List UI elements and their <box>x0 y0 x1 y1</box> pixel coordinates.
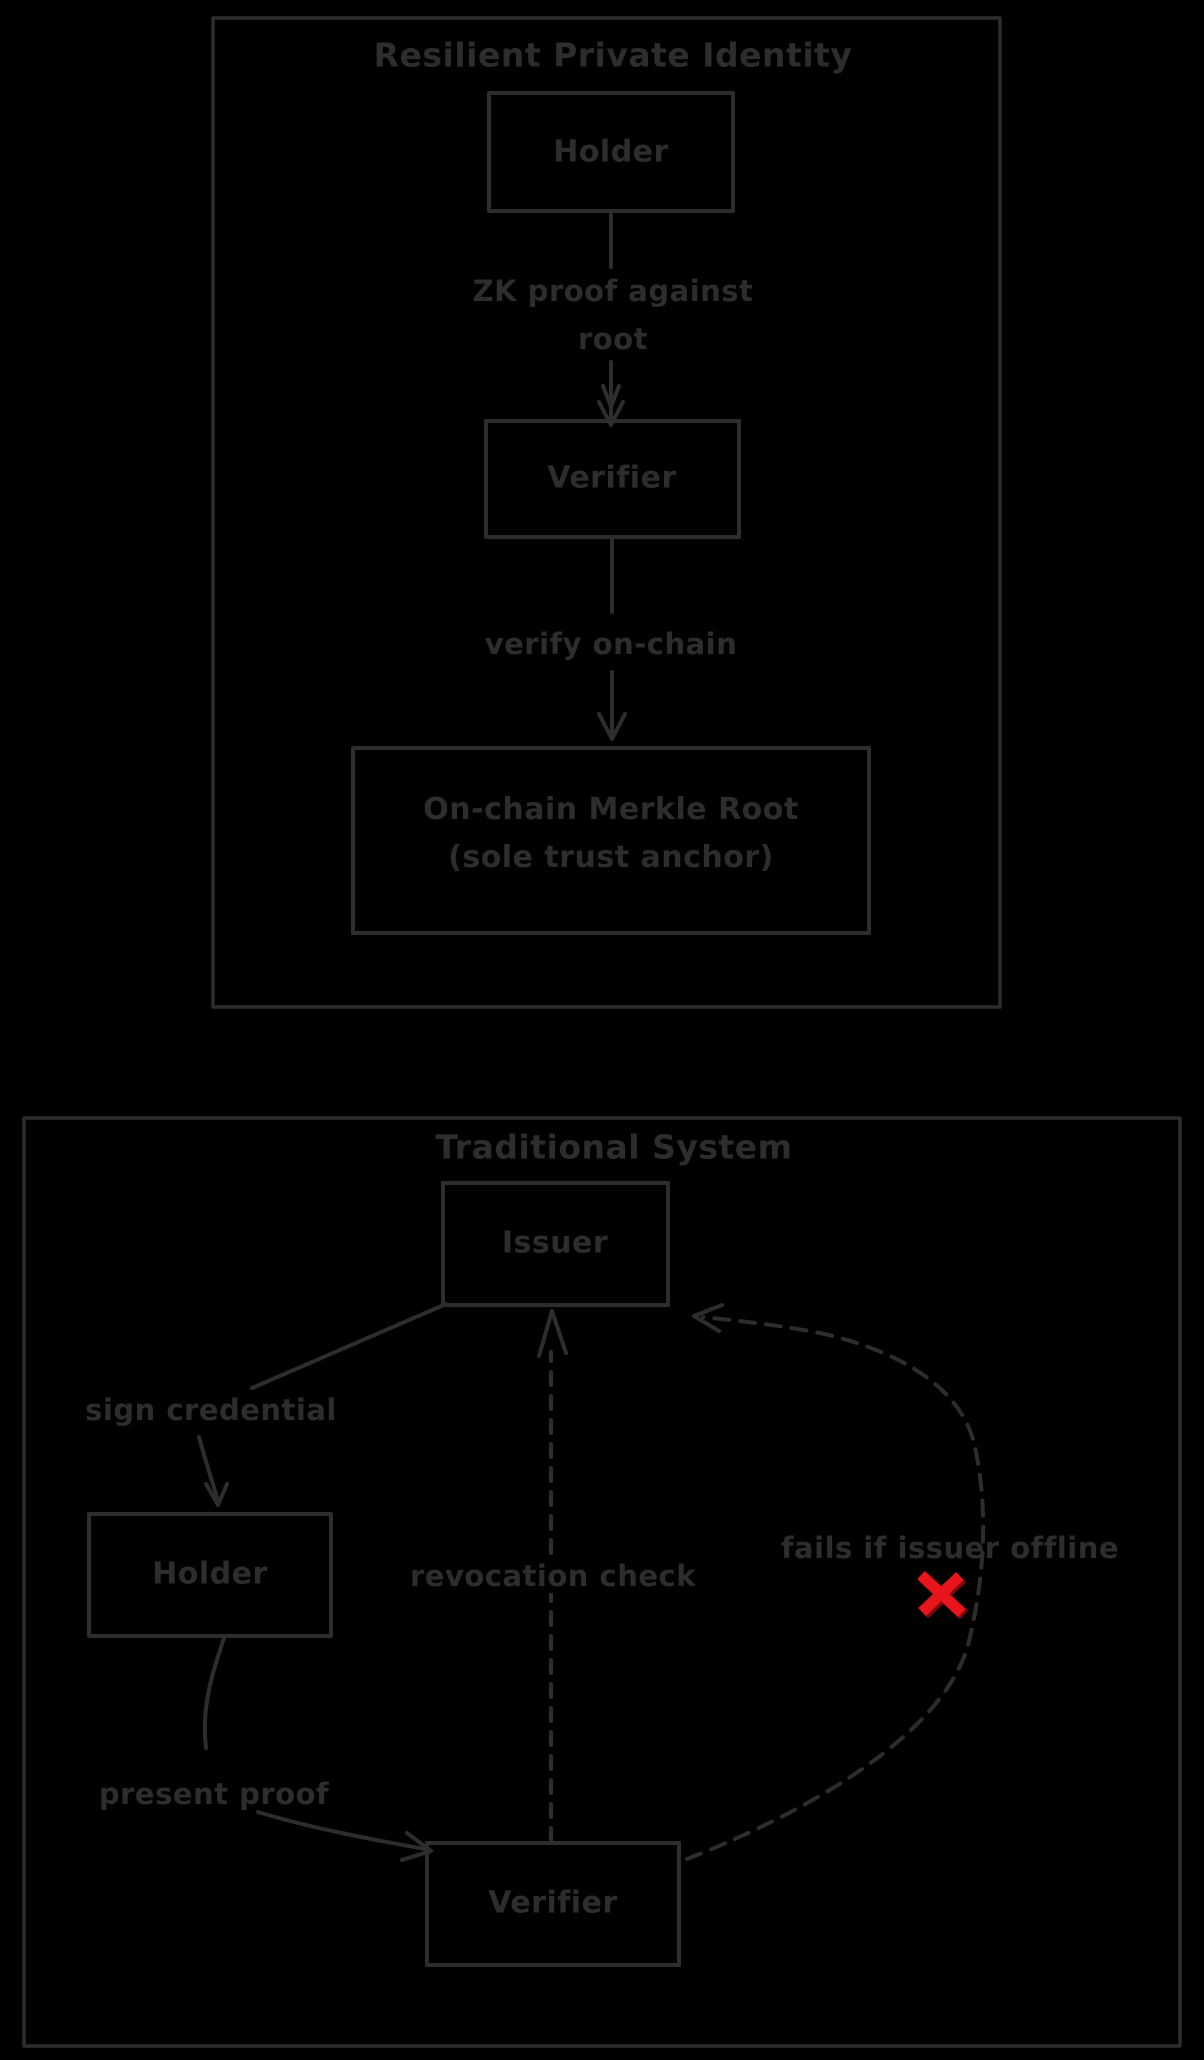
traditional-holder-label: Holder <box>152 1556 268 1592</box>
merkle-root-label-line1: On-chain Merkle Root <box>423 792 799 827</box>
sign-credential-label: sign credential <box>85 1393 337 1427</box>
arrowhead-sign-credential <box>204 1482 229 1507</box>
verify-on-chain-label: verify on-chain <box>476 627 746 661</box>
edge-sign-credential-line <box>250 1302 448 1390</box>
edge-sign-credential-curve <box>197 1435 219 1500</box>
traditional-holder-box <box>87 1512 333 1638</box>
resilient-verifier-label: Verifier <box>547 460 677 496</box>
merkle-root-box <box>351 746 871 935</box>
merkle-root-label-line2: (sole trust anchor) <box>448 840 774 875</box>
zk-proof-label: ZK proof against root <box>473 267 754 363</box>
revocation-check-label: revocation check <box>401 1559 705 1593</box>
arrowhead-zk-inner <box>601 384 621 409</box>
traditional-verifier-label: Verifier <box>488 1885 618 1921</box>
edge-present-proof-line <box>256 1810 427 1851</box>
resilient-container-box <box>211 16 1002 1009</box>
arrowhead-present-proof <box>400 1831 433 1862</box>
resilient-holder-label: Holder <box>553 134 669 170</box>
zk-proof-label-line2: root <box>577 322 649 356</box>
traditional-container-box <box>22 1116 1182 2048</box>
arrowhead-revocation <box>537 1309 568 1358</box>
red-x-icon <box>917 1570 969 1620</box>
merkle-root-label: On-chain Merkle Root (sole trust anchor) <box>423 786 798 882</box>
edge-present-proof-curve <box>202 1636 226 1750</box>
zk-proof-label-line1: ZK proof against <box>472 274 754 308</box>
traditional-issuer-box <box>441 1181 670 1307</box>
present-proof-label: present proof <box>98 1777 330 1811</box>
fails-if-issuer-offline-label: fails if issuer offline <box>780 1531 1120 1565</box>
resilient-title: Resilient Private Identity <box>373 35 853 75</box>
traditional-title: Traditional System <box>435 1127 793 1167</box>
traditional-verifier-box <box>425 1841 681 1967</box>
arrowhead-verify <box>597 712 627 741</box>
edge-offline-dashed-curve <box>685 1315 986 1861</box>
arrowhead-zk-outer <box>597 400 625 427</box>
arrowhead-offline <box>692 1303 724 1333</box>
traditional-issuer-label: Issuer <box>501 1225 609 1261</box>
